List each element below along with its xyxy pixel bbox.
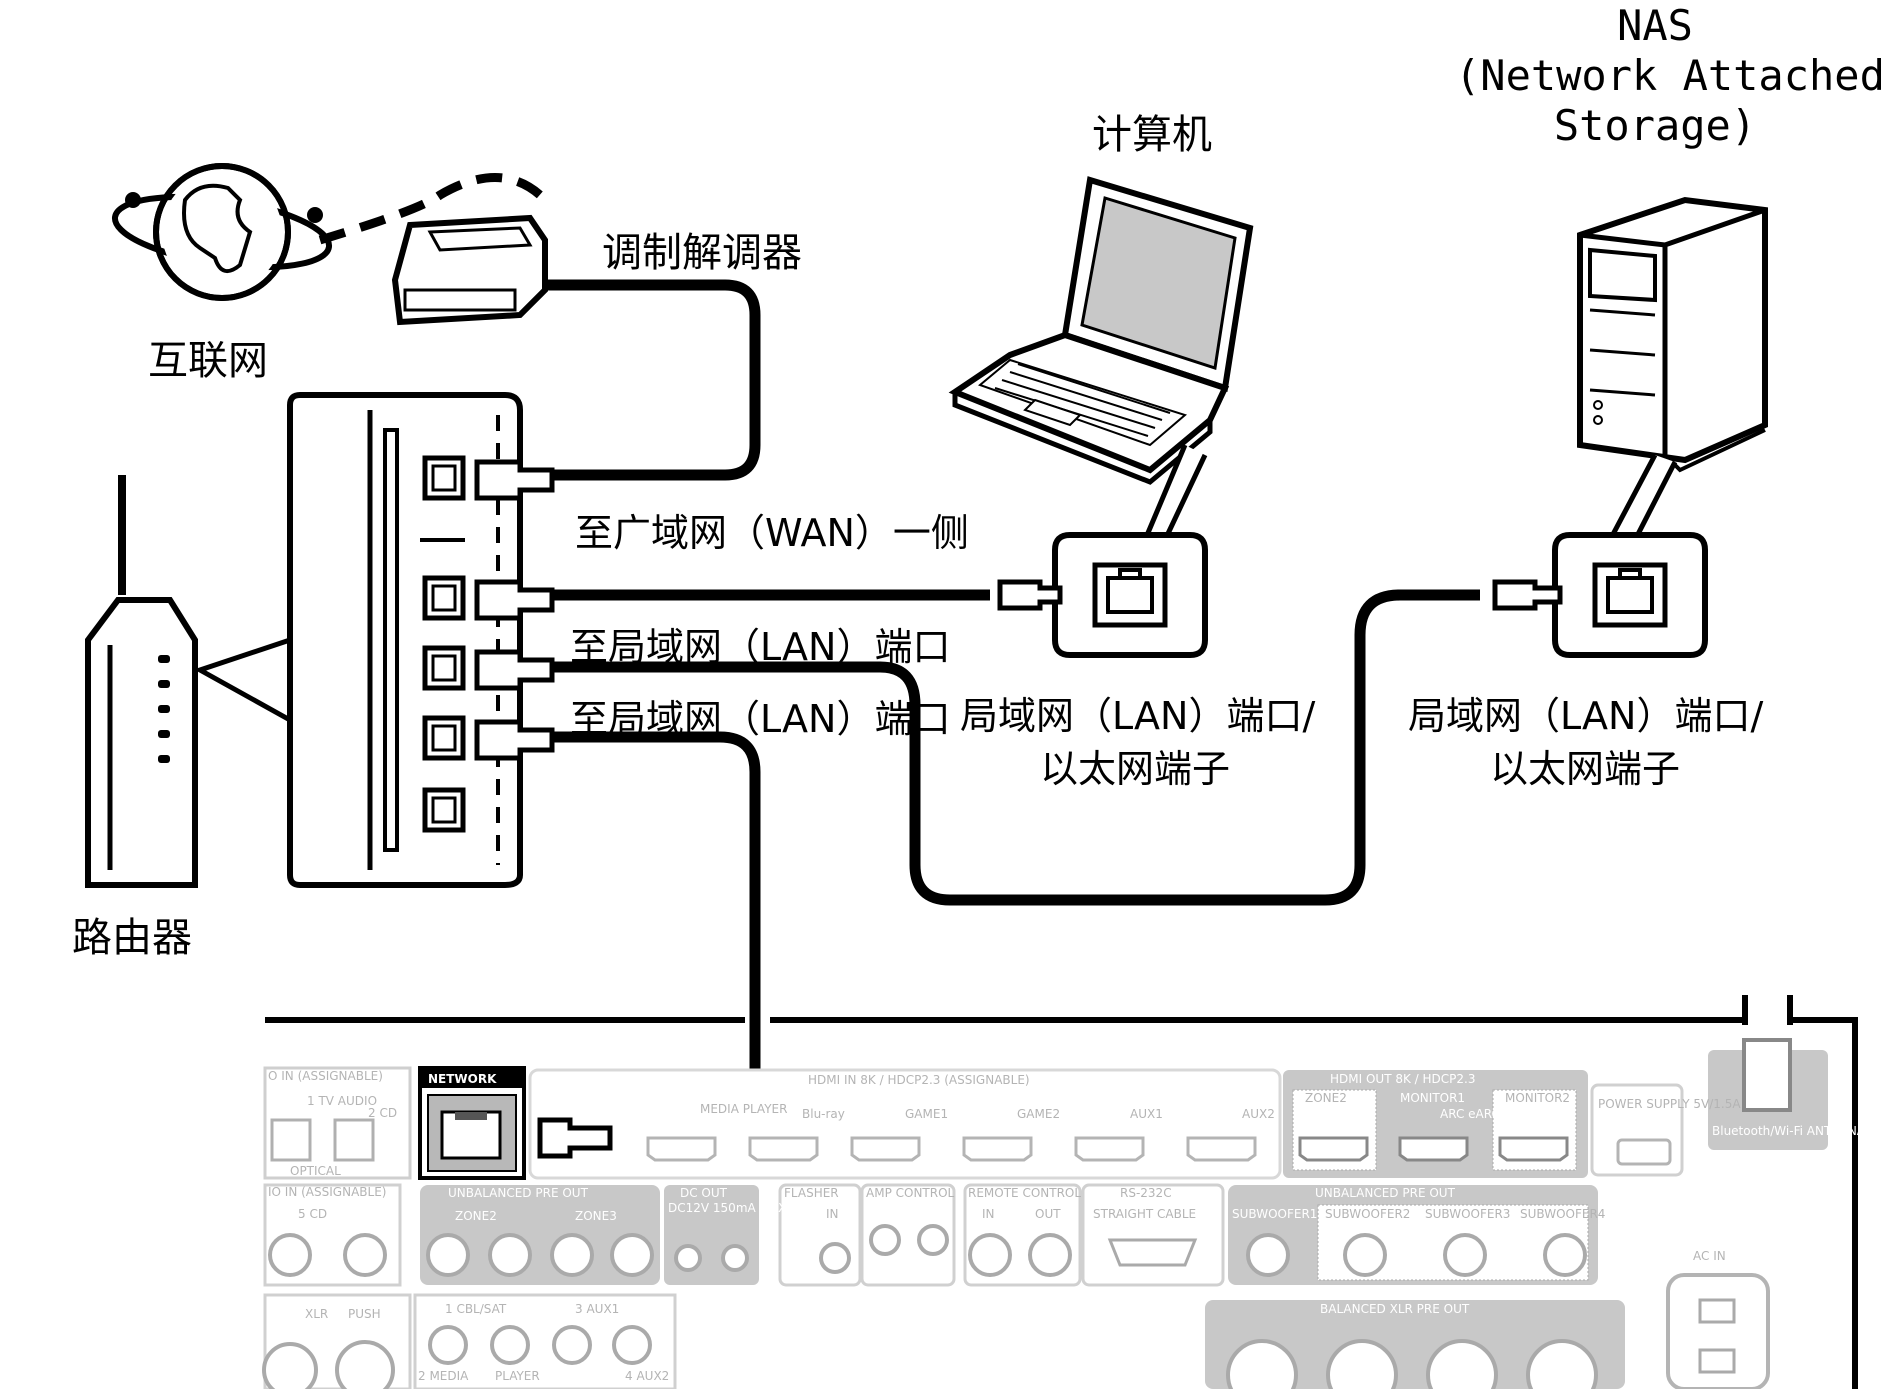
subwoofer1-label: SUBWOOFER1 [1232, 1207, 1317, 1221]
cable-modem-wan [545, 279, 761, 481]
router-label: 路由器 [72, 915, 192, 961]
cd-label: 2 CD [368, 1106, 397, 1120]
computer-label: 计算机 [1092, 112, 1212, 158]
lan-port-4-icon [422, 787, 466, 833]
xlr-label: XLR [305, 1307, 328, 1321]
push-label: PUSH [348, 1307, 381, 1321]
subwoofer3-label: SUBWOOFER3 [1425, 1207, 1510, 1221]
nas-port-label-line1: 局域网（LAN）端口/ [1408, 694, 1764, 738]
rc-out-label: OUT [1035, 1207, 1061, 1221]
arc-label: ARC eARC [1440, 1107, 1500, 1121]
hdmi-in-label: HDMI IN 8K / HDCP2.3 (ASSIGNABLE) [808, 1073, 1030, 1087]
unbalanced-pre-out-label: UNBALANCED PRE OUT [448, 1186, 589, 1200]
subwoofer2-label: SUBWOOFER2 [1325, 1207, 1410, 1221]
zone2-pre-label: ZONE2 [455, 1209, 497, 1223]
rc-in-label: IN [982, 1207, 995, 1221]
aux1-label: AUX1 [1130, 1107, 1163, 1121]
dc-spec-label: DC12V 150mA MAX. [668, 1201, 790, 1215]
tv-audio-label: 1 TV AUDIO [307, 1094, 377, 1108]
dc-out-label: DC OUT [680, 1186, 728, 1200]
player-label: PLAYER [495, 1369, 540, 1383]
nas-icon [1492, 196, 1768, 658]
lan-port-2-icon [422, 645, 466, 691]
wan-side-label: 至广域网（WAN）一侧 [575, 511, 969, 555]
subwoofer4-label: SUBWOOFER4 [1520, 1207, 1605, 1221]
plug-icon [474, 459, 555, 761]
laptop-icon [948, 176, 1254, 658]
nas-subtitle-line1: (Network Attached [1455, 51, 1885, 100]
ac-in-label: AC IN [1693, 1249, 1726, 1263]
media-player-label: MEDIA PLAYER [700, 1102, 787, 1116]
straight-cable-label: STRAIGHT CABLE [1093, 1207, 1196, 1221]
lan-port-label-1: 至局域网（LAN）端口 [570, 625, 951, 669]
router-port-panel [287, 392, 555, 888]
bt-antenna-label: Bluetooth/Wi-Fi ANTENNA [1712, 1124, 1866, 1138]
modem-icon [391, 214, 548, 326]
bluray-label: Blu-ray [802, 1107, 845, 1121]
computer-port-label-line1: 局域网（LAN）端口/ [960, 694, 1316, 738]
lan-port-label-2: 至局域网（LAN）端口 [570, 697, 951, 741]
aux2-label: AUX2 [1242, 1107, 1275, 1121]
modem-label: 调制解调器 [602, 230, 802, 276]
aux2-in-label: 4 AUX2 [625, 1369, 669, 1383]
amp-control-label: AMP CONTROL [866, 1186, 955, 1200]
computer-port-label-line2: 以太网端子 [1040, 747, 1231, 791]
lan-port-3-icon [422, 715, 466, 761]
cbl-sat-label: 1 CBL/SAT [445, 1302, 507, 1316]
nas-title: NAS [1617, 1, 1693, 50]
balanced-xlr-label: BALANCED XLR PRE OUT [1320, 1302, 1470, 1316]
media2-label: 2 MEDIA [418, 1369, 469, 1383]
nas-port-label-line2: 以太网端子 [1490, 747, 1681, 791]
optical-in-label: O IN (ASSIGNABLE) [268, 1069, 383, 1083]
nas-lan-port-icon [1592, 562, 1668, 628]
cable-internet-modem [318, 173, 543, 245]
zone2-out-label: ZONE2 [1305, 1091, 1347, 1105]
rs232c-label: RS-232C [1120, 1186, 1172, 1200]
router-icon [85, 475, 293, 888]
hdmi-out-label: HDMI OUT 8K / HDCP2.3 [1330, 1072, 1475, 1086]
network-label: NETWORK [428, 1072, 497, 1086]
game1-label: GAME1 [905, 1107, 948, 1121]
internet-label: 互联网 [148, 338, 268, 384]
av-receiver-rear-panel: O IN (ASSIGNABLE) 1 TV AUDIO 2 CD OPTICA… [262, 995, 1866, 1389]
zone3-pre-label: ZONE3 [575, 1209, 617, 1223]
cd-in-label: 5 CD [298, 1207, 327, 1221]
aux1-in-label: 3 AUX1 [575, 1302, 619, 1316]
cable-lan-nas [550, 589, 1480, 906]
flasher-in-label: IN [826, 1207, 839, 1221]
computer-lan-port-icon [1092, 562, 1168, 628]
monitor2-label: MONITOR2 [1505, 1091, 1570, 1105]
globe-icon [111, 163, 333, 301]
game2-label: GAME2 [1017, 1107, 1060, 1121]
power-supply-label: POWER SUPPLY 5V/1.5A [1598, 1097, 1741, 1111]
wan-port-icon [422, 455, 466, 501]
lan-port-1-icon [422, 575, 466, 621]
flasher-label: FLASHER [784, 1186, 839, 1200]
remote-control-label: REMOTE CONTROL [968, 1186, 1081, 1200]
nas-subtitle-line2: Storage) [1553, 101, 1757, 150]
optical-label: OPTICAL [290, 1164, 341, 1178]
monitor1-label: MONITOR1 [1400, 1091, 1465, 1105]
audio-in-label: IO IN (ASSIGNABLE) [268, 1185, 386, 1199]
unbalanced-pre-out-2-label: UNBALANCED PRE OUT [1315, 1186, 1456, 1200]
